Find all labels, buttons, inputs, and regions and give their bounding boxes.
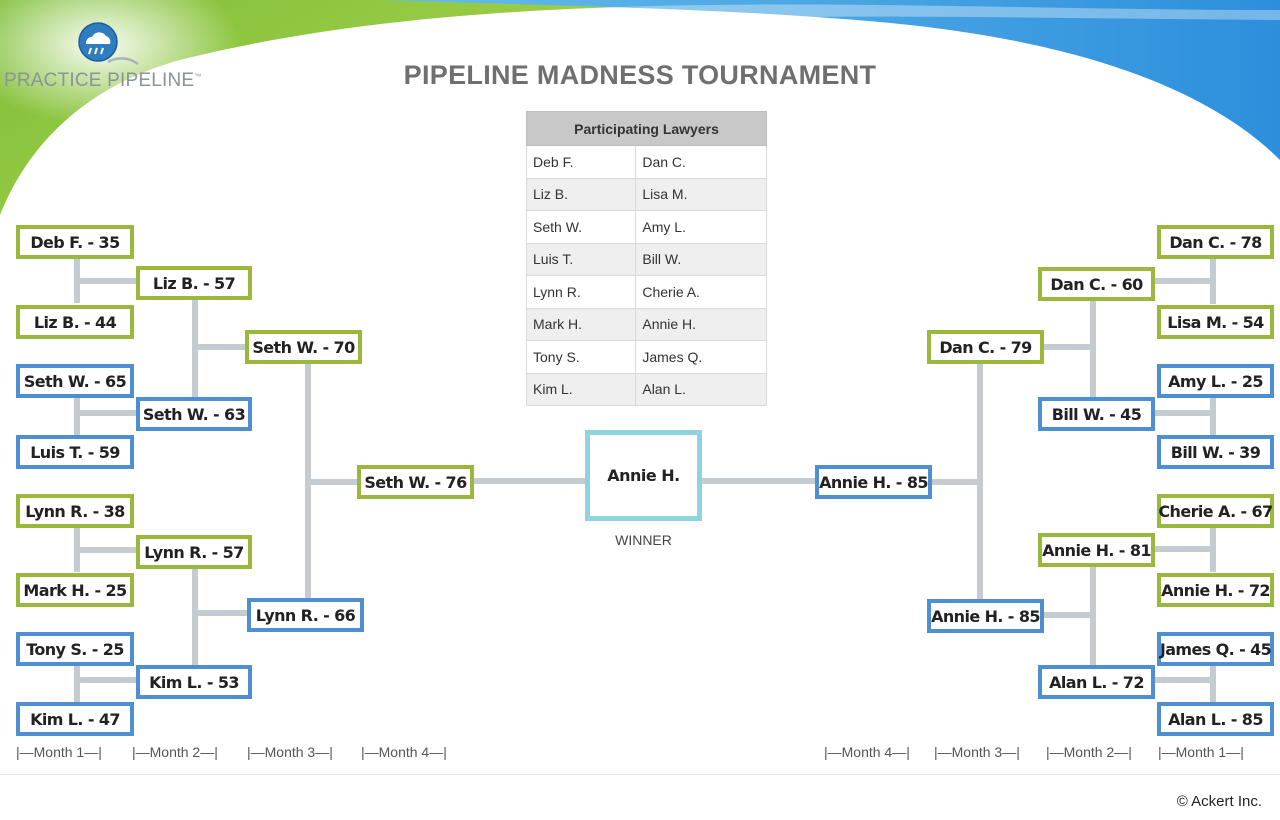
table-cell: Lynn R. [525, 275, 637, 309]
right-round1-slot-7: James Q. - 45 [1157, 632, 1274, 666]
left-round1-slot-4: Luis T. - 59 [16, 435, 134, 469]
right-round1-slot-5: Cherie A. - 67 [1157, 494, 1274, 528]
table-cell: James Q. [635, 340, 767, 374]
copyright-notice: © Ackert Inc. [1176, 793, 1262, 810]
right-round2-slot-4: Alan L. - 72 [1038, 665, 1155, 699]
participants-table-header: Participating Lawyers [526, 111, 767, 146]
month-label-right-4: |—Month 4—| [824, 744, 910, 760]
table-cell: Annie H. [635, 307, 767, 341]
winner-box: Annie H. [585, 430, 702, 521]
left-round1-slot-1: Deb F. - 35 [16, 225, 134, 259]
table-cell: Kim L. [525, 372, 637, 406]
right-round1-slot-2: Lisa M. - 54 [1157, 305, 1274, 339]
right-round1-slot-6: Annie H. - 72 [1157, 573, 1274, 607]
bracket-connector [1150, 546, 1216, 552]
right-round2-slot-1: Dan C. - 60 [1038, 267, 1155, 301]
bracket-connector [1042, 344, 1096, 350]
bracket-connector [1150, 677, 1216, 683]
table-cell: Mark H. [525, 307, 637, 341]
table-row: Lynn R.Cherie A. [525, 275, 767, 309]
left-round1-slot-5: Lynn R. - 38 [16, 494, 134, 528]
right-round1-slot-1: Dan C. - 78 [1157, 225, 1274, 259]
bracket-connector [192, 610, 250, 616]
page-title: PIPELINE MADNESS TOURNAMENT [403, 60, 877, 90]
table-cell: Dan C. [635, 145, 767, 179]
table-cell: Deb F. [525, 145, 637, 179]
bracket-connector [74, 677, 138, 683]
divider [0, 774, 1280, 775]
cloud-rain-icon [78, 22, 139, 66]
table-row: Deb F.Dan C. [525, 145, 767, 179]
month-label-left-3: |—Month 3—| [247, 744, 333, 760]
bracket-connector [1150, 410, 1216, 416]
bracket-connector [74, 410, 138, 416]
bracket-connector [74, 396, 80, 438]
bracket-connector [74, 664, 80, 706]
left-round1-slot-2: Liz B. - 44 [16, 305, 134, 339]
table-row: Liz B.Lisa M. [525, 177, 767, 211]
right-round1-slot-4: Bill W. - 39 [1157, 435, 1274, 469]
left-round1-slot-8: Kim L. - 47 [16, 702, 134, 736]
table-row: Kim L.Alan L. [525, 372, 767, 406]
table-cell: Lisa M. [635, 177, 767, 211]
left-round4-slot-1: Seth W. - 76 [357, 465, 474, 499]
table-row: Seth W.Amy L. [525, 210, 767, 244]
winner-label: WINNER [615, 532, 672, 548]
left-round2-slot-1: Liz B. - 57 [136, 266, 252, 300]
month-label-right-3: |—Month 3—| [934, 744, 1020, 760]
bracket-connector [1040, 612, 1096, 618]
month-label-right-2: |—Month 2—| [1046, 744, 1132, 760]
table-cell: Tony S. [525, 340, 637, 374]
left-round2-slot-3: Lynn R. - 57 [136, 535, 252, 569]
right-round1-slot-8: Alan L. - 85 [1157, 702, 1274, 736]
bracket-connector [1210, 396, 1216, 438]
table-cell: Luis T. [525, 242, 637, 276]
bracket-connector [192, 566, 198, 666]
right-round3-slot-1: Dan C. - 79 [927, 330, 1044, 364]
bracket-connector [1150, 278, 1216, 284]
table-row: Luis T.Bill W. [525, 242, 767, 276]
table-cell: Alan L. [635, 372, 767, 406]
left-round2-slot-4: Kim L. - 53 [136, 665, 252, 699]
month-label-right-1: |—Month 1—| [1158, 744, 1244, 760]
practice-pipeline-logo: PRACTICE PIPELINE™ [0, 8, 230, 91]
bracket-connector [930, 479, 983, 485]
bracket-connector [192, 344, 250, 350]
left-round3-slot-2: Lynn R. - 66 [247, 598, 364, 632]
left-round3-slot-1: Seth W. - 70 [245, 330, 362, 364]
right-round3-slot-2: Annie H. - 85 [927, 599, 1044, 633]
right-round2-slot-2: Bill W. - 45 [1038, 397, 1155, 431]
bracket-connector [74, 547, 138, 553]
month-label-left-2: |—Month 2—| [132, 744, 218, 760]
table-cell: Cherie A. [635, 275, 767, 309]
table-cell: Bill W. [635, 242, 767, 276]
table-row: Mark H.Annie H. [525, 307, 767, 341]
table-cell: Amy L. [635, 210, 767, 244]
month-label-left-1: |—Month 1—| [16, 744, 102, 760]
logo-text: PRACTICE PIPELINE™ [4, 70, 202, 91]
bracket-connector [472, 478, 586, 484]
table-cell: Liz B. [525, 177, 637, 211]
month-label-left-4: |—Month 4—| [361, 744, 447, 760]
table-cell: Seth W. [525, 210, 637, 244]
bracket-connector [305, 479, 359, 485]
right-round4-slot-1: Annie H. - 85 [815, 465, 932, 499]
left-round2-slot-2: Seth W. - 63 [136, 397, 252, 431]
table-row: Tony S.James Q. [525, 340, 767, 374]
right-round2-slot-3: Annie H. - 81 [1038, 533, 1155, 567]
participants-table: Participating Lawyers Deb F.Dan C. Liz B… [525, 111, 767, 406]
left-round1-slot-3: Seth W. - 65 [16, 364, 134, 398]
bracket-connector [700, 478, 818, 484]
left-round1-slot-6: Mark H. - 25 [16, 573, 134, 607]
bracket-connector [1210, 664, 1216, 706]
bracket-connector [74, 278, 138, 284]
left-round1-slot-7: Tony S. - 25 [16, 632, 134, 666]
right-round1-slot-3: Amy L. - 25 [1157, 364, 1274, 398]
